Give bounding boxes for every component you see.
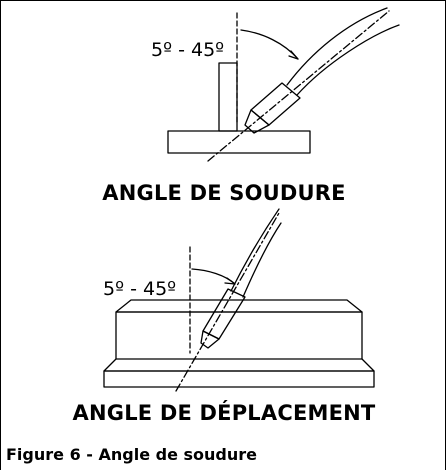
workpiece-base (103, 370, 375, 388)
workpiece-block (115, 311, 363, 360)
torch-axis-line-bottom (175, 212, 280, 392)
top-diagram-title: ANGLE DE SOUDURE (102, 181, 346, 205)
torch-axis-line (207, 10, 390, 162)
angle-arc (240, 29, 299, 60)
cable-inner-bottom (242, 222, 282, 298)
top-angle-label: 5º - 45º (151, 39, 225, 61)
base-plate (167, 130, 311, 154)
bottom-angle-label: 5º - 45º (103, 278, 177, 300)
figure-caption: Figure 6 - Angle de soudure (6, 445, 257, 464)
bottom-diagram-drawing (103, 208, 375, 392)
workpiece-flange-step (103, 358, 375, 372)
cable-inner (296, 24, 400, 96)
torch-nozzle (244, 109, 270, 134)
torch-body-bottom (202, 288, 246, 340)
cable-outer-bottom (230, 208, 280, 292)
cable-outer (286, 7, 388, 86)
top-diagram-drawing (167, 7, 400, 162)
bottom-diagram-title: ANGLE DE DÉPLACEMENT (72, 401, 376, 425)
angle-arrowhead (288, 50, 299, 60)
angle-arc-bottom (191, 268, 236, 285)
vertical-plate (218, 62, 238, 132)
angle-arrowhead-bottom (224, 277, 236, 285)
torch-nozzle-bottom (200, 330, 220, 349)
